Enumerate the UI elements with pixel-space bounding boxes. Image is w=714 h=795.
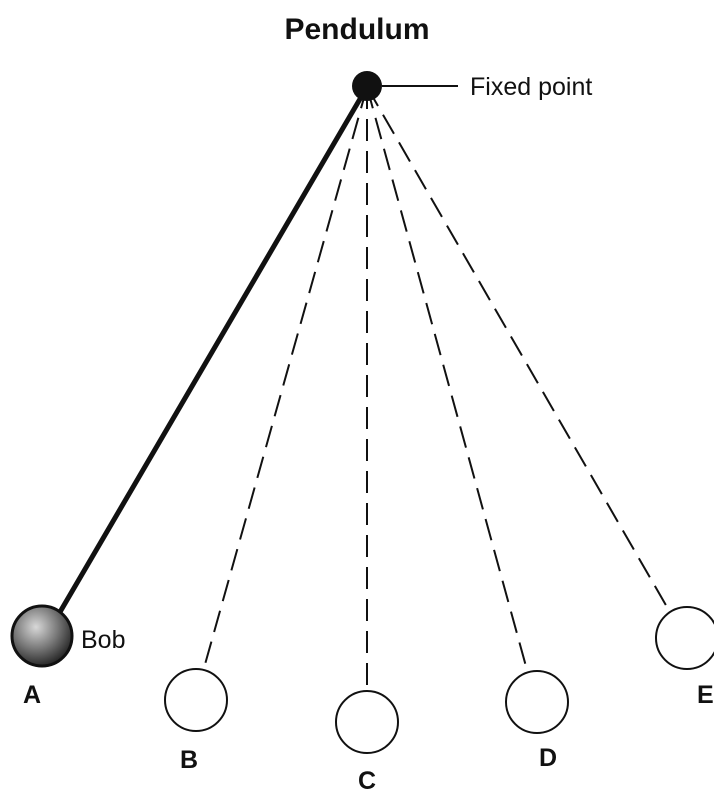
bob-d bbox=[505, 670, 569, 734]
string-d bbox=[366, 86, 528, 671]
bob-c bbox=[335, 690, 399, 754]
position-label-d: D bbox=[539, 744, 557, 772]
string-b bbox=[203, 86, 368, 669]
bob-a bbox=[10, 604, 74, 668]
bob-e bbox=[655, 606, 714, 670]
position-label-c: C bbox=[358, 767, 376, 795]
fixed-point-label: Fixed point bbox=[470, 73, 592, 101]
string-e bbox=[366, 86, 668, 608]
diagram-title: Pendulum bbox=[284, 13, 429, 46]
fixed-point bbox=[352, 71, 382, 101]
string-a bbox=[57, 85, 370, 614]
bob-label: Bob bbox=[81, 626, 125, 654]
position-label-a: A bbox=[23, 681, 41, 709]
position-label-b: B bbox=[180, 746, 198, 774]
position-label-e: E bbox=[697, 681, 714, 709]
bob-b bbox=[164, 668, 228, 732]
